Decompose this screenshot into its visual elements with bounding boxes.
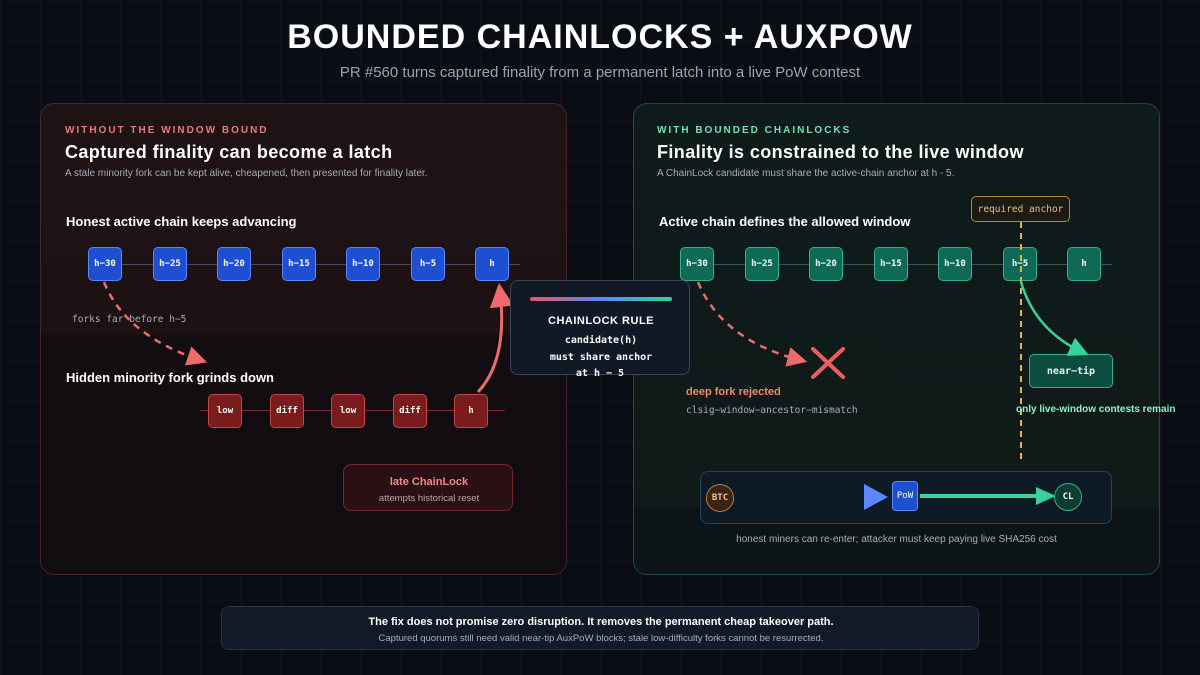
pow-to-cl-arrow: [920, 487, 1056, 505]
active-node-h15: h−15: [874, 247, 908, 281]
chainlock-rule-box: CHAINLOCK RULE candidate(h) must share a…: [510, 280, 690, 375]
rule-line-2: must share anchor: [549, 352, 653, 363]
active-node-h25: h−25: [745, 247, 779, 281]
honest-node-h15: h−15: [282, 247, 316, 281]
rejected-label: deep fork rejected: [686, 386, 781, 398]
left-description: A stale minority fork can be kept alive,…: [65, 168, 428, 179]
page-title: BOUNDED CHAINLOCKS + AUXPOW: [287, 18, 913, 56]
btc-circle: BTC: [706, 484, 734, 512]
footer-line-2: Captured quorums still need valid near-t…: [378, 633, 824, 644]
reject-x-icon: [811, 347, 845, 379]
left-heading: Captured finality can become a latch: [65, 142, 393, 162]
honest-node-h5: h−5: [411, 247, 445, 281]
right-description: A ChainLock candidate must share the act…: [657, 168, 955, 179]
rule-line-1: candidate(h): [564, 335, 638, 346]
minority-fork-label: Hidden minority fork grinds down: [66, 370, 274, 385]
minority-node-low-2: low: [331, 394, 365, 428]
footer-box: The fix does not promise zero disruption…: [221, 606, 979, 650]
rule-title: CHAINLOCK RULE: [548, 315, 654, 327]
right-heading: Finality is constrained to the live wind…: [657, 142, 1024, 162]
active-node-h20: h−20: [809, 247, 843, 281]
honest-node-h10: h−10: [346, 247, 380, 281]
page-subtitle: PR #560 turns captured finality from a p…: [339, 64, 861, 81]
honest-node-h20: h−20: [217, 247, 251, 281]
late-chainlock-subtitle: attempts historical reset: [378, 493, 480, 504]
pow-node: PoW: [892, 481, 918, 511]
play-arrow-icon: [864, 484, 888, 510]
left-kicker: WITHOUT THE WINDOW BOUND: [65, 125, 269, 136]
anchor-dashed-line: [1020, 222, 1022, 460]
fork-note: forks far before h−5: [72, 314, 187, 325]
minority-node-diff-1: diff: [270, 394, 304, 428]
honest-node-h: h: [475, 247, 509, 281]
active-chain-label: Active chain defines the allowed window: [659, 214, 911, 229]
right-kicker: WITH BOUNDED CHAINLOCKS: [657, 125, 852, 136]
late-chainlock-box: late ChainLock attempts historical reset: [343, 464, 513, 511]
rule-gradient-bar: [530, 297, 672, 301]
near-tip-node: near−tip: [1029, 354, 1113, 388]
miners-note: honest miners can re-enter; attacker mus…: [736, 534, 1057, 545]
honest-node-h25: h−25: [153, 247, 187, 281]
late-chainlock-title: late ChainLock: [389, 476, 469, 488]
required-anchor-tag: required anchor: [971, 196, 1070, 222]
minority-node-low-1: low: [208, 394, 242, 428]
live-window-note: only live-window contests remain: [1016, 404, 1176, 415]
honest-node-h30: h−30: [88, 247, 122, 281]
rule-line-3: at h − 5: [575, 368, 625, 379]
honest-chain-label: Honest active chain keeps advancing: [66, 214, 297, 229]
rejected-code: clsig−window−ancestor−mismatch: [686, 405, 858, 416]
footer-line-1: The fix does not promise zero disruption…: [368, 616, 834, 628]
minority-node-diff-2: diff: [393, 394, 427, 428]
minority-node-h: h: [454, 394, 488, 428]
cl-circle: CL: [1054, 483, 1082, 511]
active-node-h30: h−30: [680, 247, 714, 281]
active-node-h: h: [1067, 247, 1101, 281]
active-node-h10: h−10: [938, 247, 972, 281]
